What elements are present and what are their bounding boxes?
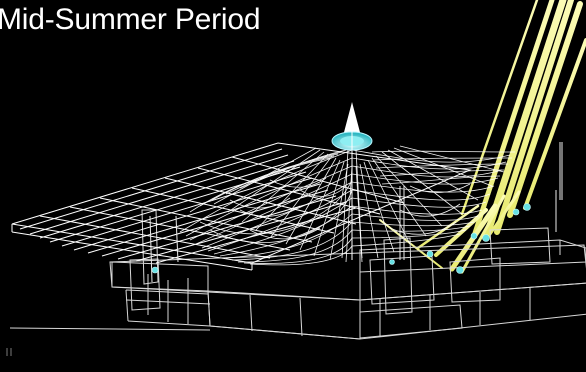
central-mast: [331, 102, 373, 260]
scene-title: Mid-Summer Period: [0, 3, 261, 36]
base-structure: [9, 209, 586, 340]
support-nodes: [151, 203, 531, 274]
support-posts: [149, 142, 563, 283]
roof-plane: [11, 142, 472, 271]
corner-mark: [6, 348, 12, 356]
